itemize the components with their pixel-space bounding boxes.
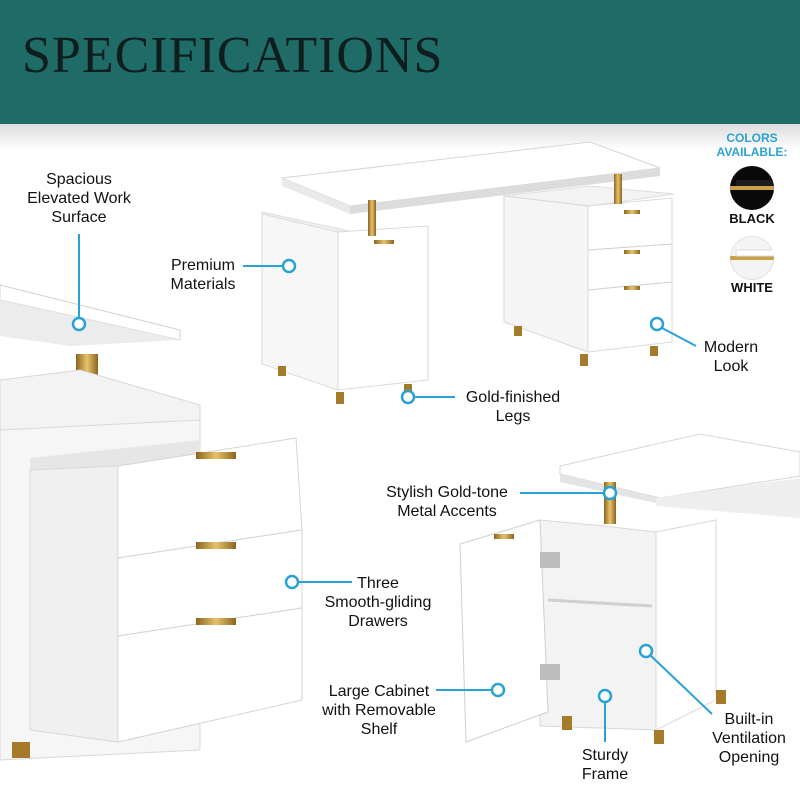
swatch-label-white: WHITE (731, 280, 773, 295)
header-banner (0, 0, 800, 124)
gold-post (604, 482, 616, 524)
drawer-handle (196, 542, 236, 549)
drawer-handle (196, 618, 236, 625)
gold-post (614, 174, 622, 204)
swatch-white[interactable] (730, 236, 774, 280)
door-handle (494, 534, 514, 539)
gold-post (368, 200, 376, 236)
desk-full-view (261, 141, 675, 404)
drawers-closeup (0, 284, 303, 761)
cabinet-closeup (459, 433, 800, 744)
drawer-handle (196, 452, 236, 459)
banner-shadow (0, 124, 800, 150)
swatch-label-black: BLACK (729, 211, 775, 226)
swatch-black[interactable] (730, 166, 774, 210)
page-title: SPECIFICATIONS (22, 27, 444, 84)
colors-heading: COLORS AVAILABLE: (716, 131, 788, 159)
